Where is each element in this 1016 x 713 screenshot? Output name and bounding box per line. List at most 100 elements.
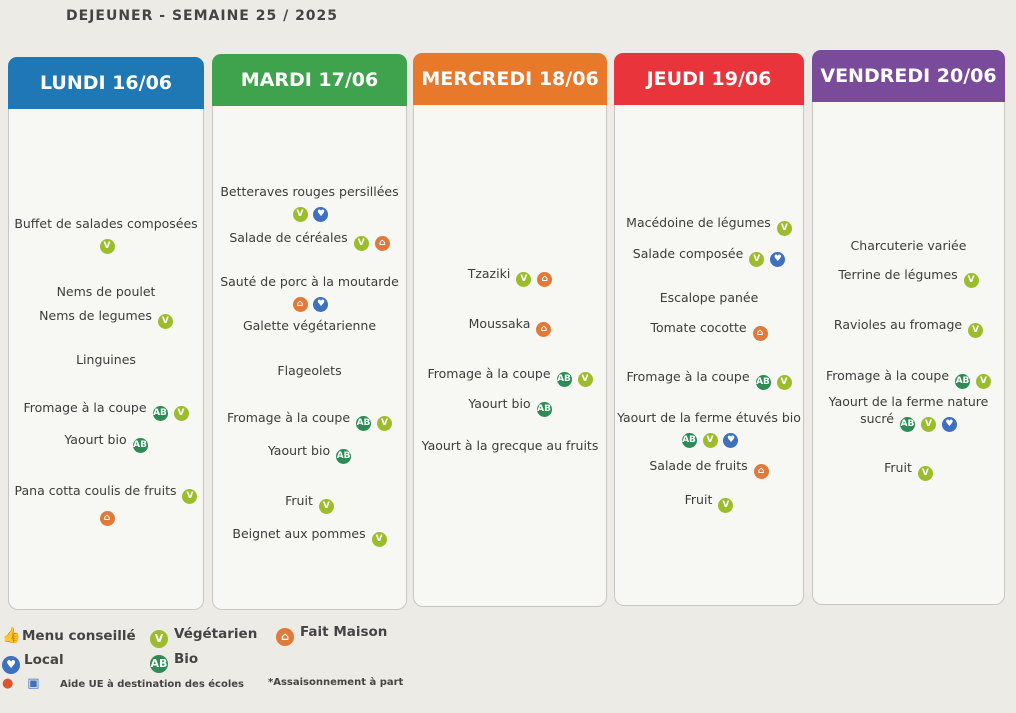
- vegetarian-icon: V: [577, 372, 593, 387]
- dish-line: Yaourt de la ferme nature: [812, 393, 1005, 410]
- local-icon: ♥: [723, 433, 739, 448]
- homemade-icon: ⌂: [292, 297, 308, 312]
- dish-name: Fromage à la coupe: [825, 368, 950, 383]
- vegetarian-icon: V: [353, 236, 369, 251]
- dish-name: Buffet de salades composées: [14, 216, 198, 231]
- day-header: MERCREDI 18/06: [413, 53, 607, 105]
- vegetarian-icon: V: [99, 239, 115, 254]
- dish-item: Buffet de salades composées V: [8, 215, 204, 254]
- dish-line: Tomate cocotte ⌂: [614, 319, 804, 341]
- thumbs-up-icon: 👍: [2, 626, 21, 644]
- dish-name: Sauté de porc à la moutarde: [220, 274, 399, 289]
- dish-line: Fromage à la coupe AB V: [413, 365, 607, 387]
- vegetarian-icon: V: [718, 498, 734, 513]
- page-title: DEJEUNER - SEMAINE 25 / 2025: [66, 8, 339, 24]
- dish-item: Moussaka ⌂: [413, 315, 607, 337]
- dish-name: Yaourt de la ferme nature: [828, 394, 989, 409]
- organic-icon: AB: [755, 375, 771, 390]
- dish-name: Fruit: [285, 493, 313, 508]
- dish-item: Escalope panée: [614, 289, 804, 306]
- dish-line: Yaourt à la grecque au fruits: [413, 437, 607, 454]
- dish-item: Fromage à la coupe AB V: [413, 365, 607, 387]
- dish-line: Yaourt bio AB: [212, 442, 407, 464]
- dish-line: Sauté de porc à la moutarde: [212, 273, 407, 290]
- vegetarian-icon: V: [917, 466, 933, 481]
- dish-line: Flageolets: [212, 362, 407, 379]
- dish-name: Salade composée: [632, 246, 744, 261]
- organic-icon: AB: [150, 655, 168, 673]
- dish-line: Fruit V: [614, 491, 804, 513]
- dish-item: Salade composée V ♥: [614, 245, 804, 267]
- dish-name: Charcuterie variée: [850, 238, 967, 253]
- legend-local: ♥Local: [0, 652, 64, 674]
- dish-line: Yaourt de la ferme étuvés bio: [614, 409, 804, 426]
- local-icon: ♥: [941, 417, 957, 432]
- dish-line: Nems de legumes V: [8, 307, 204, 329]
- dish-line: Fromage à la coupe AB V: [8, 399, 204, 421]
- vegetarian-icon: V: [749, 252, 765, 267]
- dish-line: Betteraves rouges persillées: [212, 183, 407, 200]
- dish-item: Fromage à la coupe AB V: [812, 367, 1005, 389]
- day-body: [812, 102, 1005, 605]
- dish-name: Yaourt bio: [267, 443, 331, 458]
- dish-name: Fruit: [884, 460, 912, 475]
- homemade-icon: ⌂: [752, 326, 768, 341]
- dish-name: Yaourt à la grecque au fruits: [421, 438, 599, 453]
- dish-name: Tzaziki: [467, 266, 511, 281]
- dish-item: Yaourt bio AB: [212, 442, 407, 464]
- dish-line: Tzaziki V ⌂: [413, 265, 607, 287]
- organic-icon: AB: [132, 438, 148, 453]
- organic-icon: AB: [356, 416, 372, 431]
- vegetarian-icon: V: [920, 417, 936, 432]
- dish-name: Macédoine de légumes: [626, 215, 771, 230]
- dish-item: Ravioles au fromage V: [812, 316, 1005, 338]
- dish-line: Moussaka ⌂: [413, 315, 607, 337]
- dish-name: Beignet aux pommes: [232, 526, 366, 541]
- dish-name: Galette végétarienne: [242, 318, 377, 333]
- local-icon: ♥: [2, 656, 20, 674]
- dish-item: Fromage à la coupe AB V: [614, 368, 804, 390]
- dish-item: Salade de fruits ⌂: [614, 457, 804, 479]
- dish-line: AB V ♥: [614, 426, 804, 448]
- vegetarian-icon: V: [371, 532, 387, 547]
- homemade-icon: ⌂: [374, 236, 390, 251]
- dish-name: Pana cotta coulis de fruits: [14, 483, 177, 498]
- dish-item: Pana cotta coulis de fruits V ⌂: [8, 482, 204, 526]
- local-icon: ♥: [313, 297, 329, 312]
- dish-name: Linguines: [76, 352, 136, 367]
- dish-item: Betteraves rouges persillées V ♥: [212, 183, 407, 222]
- dish-line: V: [8, 232, 204, 254]
- dish-item: Beignet aux pommes V: [212, 525, 407, 547]
- dish-name: Fromage à la coupe: [626, 369, 750, 384]
- dish-name: Betteraves rouges persillées: [220, 184, 399, 199]
- dish-name: Yaourt de la ferme étuvés bio: [617, 410, 801, 425]
- dish-line: Ravioles au fromage V: [812, 316, 1005, 338]
- dish-line: ⌂: [8, 504, 204, 526]
- organic-icon: AB: [152, 406, 168, 421]
- homemade-icon: ⌂: [276, 628, 294, 646]
- homemade-icon: ⌂: [753, 464, 769, 479]
- homemade-icon: ⌂: [536, 322, 552, 337]
- dish-line: Fromage à la coupe AB V: [614, 368, 804, 390]
- day-header: MARDI 17/06: [212, 54, 407, 106]
- dish-item: Fromage à la coupe AB V: [8, 399, 204, 421]
- dish-item: Nems de poulet: [8, 283, 204, 300]
- vegetarian-icon: V: [776, 375, 792, 390]
- organic-icon: AB: [681, 433, 697, 448]
- dish-line: Yaourt bio AB: [413, 395, 607, 417]
- local-icon: ♥: [313, 207, 329, 222]
- dish-line: Escalope panée: [614, 289, 804, 306]
- vegetarian-icon: V: [516, 272, 532, 287]
- dish-name: Terrine de légumes: [838, 267, 958, 282]
- dish-name: Nems de poulet: [56, 284, 156, 299]
- dish-item: Salade de céréales V ⌂: [212, 229, 407, 251]
- vegetarian-icon: V: [968, 323, 984, 338]
- organic-icon: AB: [955, 374, 971, 389]
- vegetarian-icon: V: [776, 221, 792, 236]
- dish-line: Fromage à la coupe AB V: [812, 367, 1005, 389]
- dish-line: Nems de poulet: [8, 283, 204, 300]
